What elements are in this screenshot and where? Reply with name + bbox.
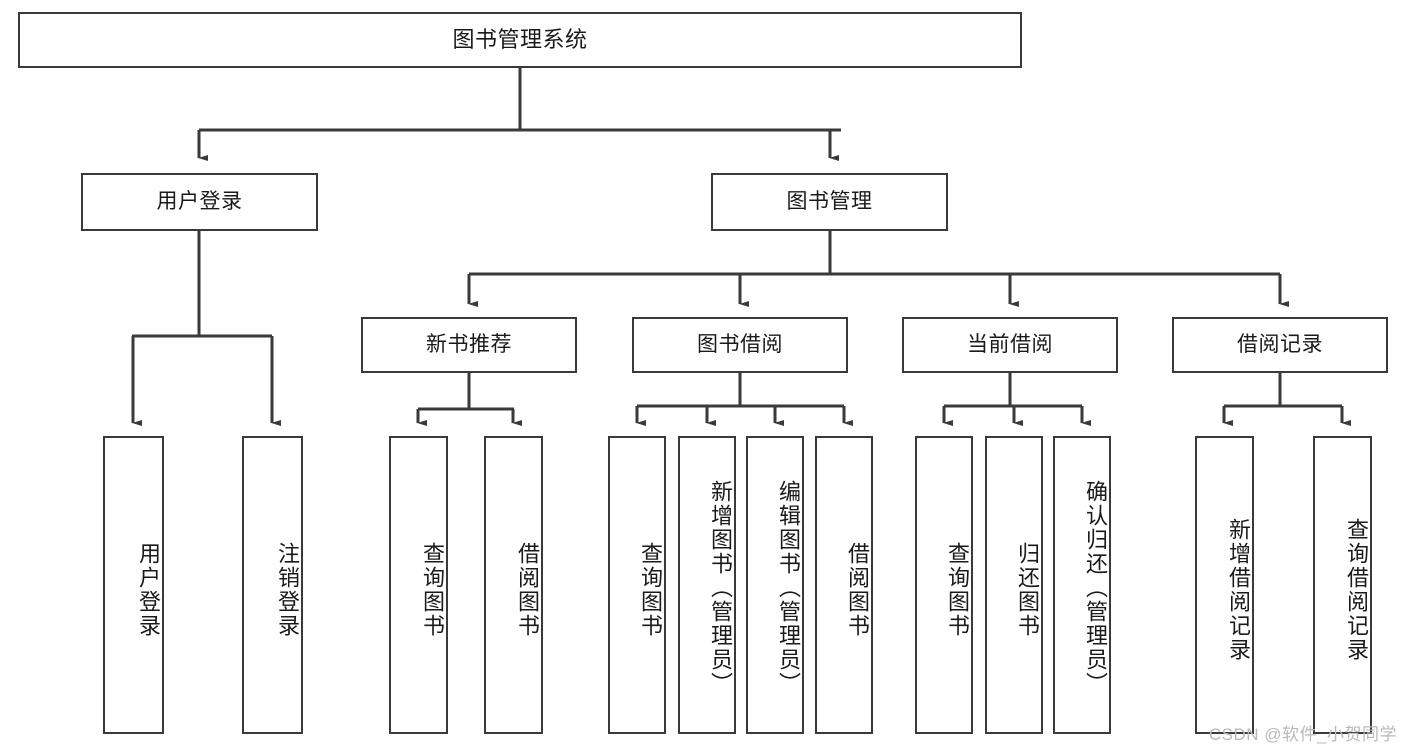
node-leaf-bb-add-label: 新增图书（管理员） [708, 480, 733, 696]
node-leaf-rec-borrow[interactable]: 借阅图书 [484, 436, 543, 734]
node-current-borrow[interactable]: 当前借阅 [902, 317, 1118, 373]
node-leaf-user-login[interactable]: 用户登录 [103, 436, 164, 734]
node-leaf-bb-add[interactable]: 新增图书（管理员） [678, 436, 736, 734]
node-leaf-bb-edit-label: 编辑图书（管理员） [776, 480, 801, 696]
node-leaf-cb-confirm-label: 确认归还（管理员） [1083, 480, 1108, 696]
node-leaf-br-add[interactable]: 新增借阅记录 [1195, 436, 1254, 734]
node-borrow-record[interactable]: 借阅记录 [1172, 317, 1388, 373]
node-book-borrow[interactable]: 图书借阅 [632, 317, 848, 373]
node-new-book-rec-label: 新书推荐 [426, 333, 512, 357]
node-borrow-record-label: 借阅记录 [1237, 333, 1323, 357]
node-leaf-br-add-label: 新增借阅记录 [1226, 518, 1251, 662]
node-book-manage-label: 图书管理 [786, 190, 873, 214]
node-leaf-cb-return-label: 归还图书 [1015, 542, 1040, 638]
node-leaf-user-logout[interactable]: 注销登录 [242, 436, 303, 734]
node-book-manage[interactable]: 图书管理 [711, 173, 948, 231]
node-user-login-label: 用户登录 [156, 190, 243, 214]
node-root[interactable]: 图书管理系统 [18, 12, 1022, 68]
node-leaf-rec-borrow-label: 借阅图书 [515, 542, 540, 638]
node-leaf-bb-query[interactable]: 查询图书 [608, 436, 666, 734]
node-leaf-cb-return[interactable]: 归还图书 [985, 436, 1043, 734]
node-root-label: 图书管理系统 [452, 26, 588, 52]
node-leaf-bb-borrow[interactable]: 借阅图书 [815, 436, 873, 734]
node-leaf-bb-query-label: 查询图书 [638, 542, 663, 638]
node-leaf-user-logout-label: 注销登录 [275, 542, 300, 638]
node-user-login[interactable]: 用户登录 [81, 173, 318, 231]
node-leaf-cb-confirm[interactable]: 确认归还（管理员） [1053, 436, 1111, 734]
node-leaf-bb-edit[interactable]: 编辑图书（管理员） [746, 436, 804, 734]
node-leaf-cb-query-label: 查询图书 [945, 542, 970, 638]
node-leaf-bb-borrow-label: 借阅图书 [845, 542, 870, 638]
node-leaf-rec-query-label: 查询图书 [420, 542, 445, 638]
node-book-borrow-label: 图书借阅 [697, 333, 783, 357]
node-new-book-rec[interactable]: 新书推荐 [361, 317, 577, 373]
csdn-watermark: CSDN @软件_小贺同学 [1208, 725, 1397, 744]
node-leaf-user-login-label: 用户登录 [136, 542, 161, 638]
node-leaf-rec-query[interactable]: 查询图书 [389, 436, 448, 734]
node-leaf-br-query[interactable]: 查询借阅记录 [1313, 436, 1372, 734]
node-leaf-cb-query[interactable]: 查询图书 [915, 436, 973, 734]
node-leaf-br-query-label: 查询借阅记录 [1344, 518, 1369, 662]
node-current-borrow-label: 当前借阅 [967, 333, 1053, 357]
